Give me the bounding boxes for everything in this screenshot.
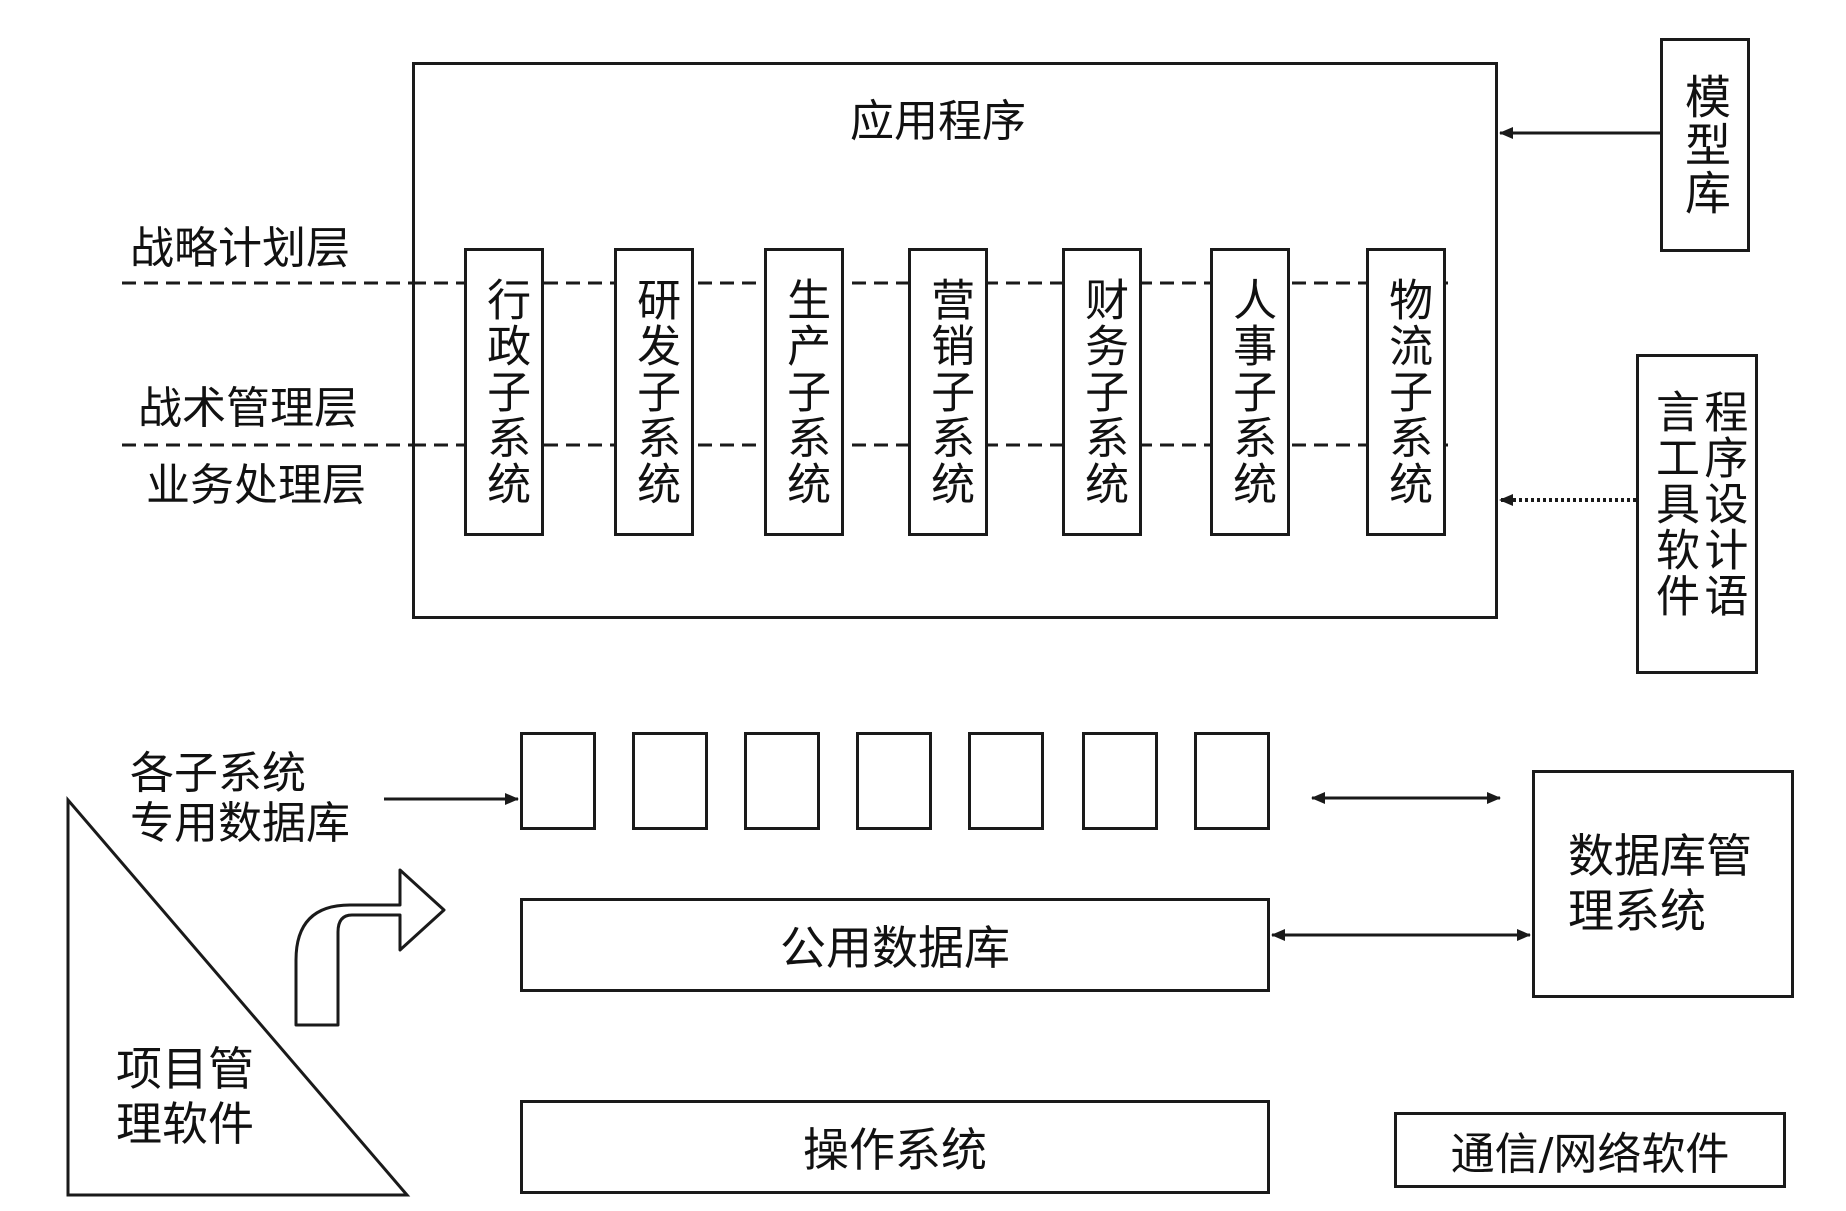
subsystem-db-label-line1: 各子系统: [130, 748, 306, 799]
project-mgmt-label: 项目管理软件: [116, 1042, 254, 1152]
subsystem-marketing-label: 营销子系统: [923, 277, 975, 507]
subsystem-admin: 行政子系统: [464, 248, 544, 536]
subsystem-db-label-line2: 专用数据库: [130, 798, 350, 849]
subsystem-db-box: [744, 732, 820, 830]
subsystem-hr-label: 人事子系统: [1225, 277, 1277, 507]
dbms-box: 数据库管理系统: [1532, 770, 1794, 998]
subsystem-finance-label: 财务子系统: [1077, 277, 1129, 507]
tactical-layer-label: 战术管理层: [138, 383, 358, 434]
strategic-layer-label: 战略计划层: [130, 223, 350, 274]
model-library-box: 模型库: [1660, 38, 1750, 252]
operational-layer-label: 业务处理层: [146, 460, 366, 511]
curved-block-arrow: [294, 868, 446, 1027]
application-box: [412, 62, 1498, 619]
subsystem-marketing: 营销子系统: [908, 248, 988, 536]
network-software-box: 通信/网络软件: [1394, 1112, 1786, 1188]
operating-system-box: 操作系统: [520, 1100, 1270, 1194]
subsystem-logistics: 物流子系统: [1366, 248, 1446, 536]
subsystem-production-label: 生产子系统: [779, 277, 831, 507]
subsystem-db-box: [1194, 732, 1270, 830]
subsystem-admin-label: 行政子系统: [479, 277, 531, 507]
subsystem-db-box: [856, 732, 932, 830]
programming-tools-label: 程序设计语言工具软件: [1648, 389, 1748, 619]
subsystem-db-box: [632, 732, 708, 830]
subsystem-production: 生产子系统: [764, 248, 844, 536]
subsystem-logistics-label: 物流子系统: [1381, 277, 1433, 507]
network-software-label: 通信/网络软件: [1450, 1129, 1730, 1180]
programming-tools-box: 程序设计语言工具软件: [1636, 354, 1758, 674]
subsystem-rnd: 研发子系统: [614, 248, 694, 536]
subsystem-db-box: [968, 732, 1044, 830]
subsystem-db-box: [520, 732, 596, 830]
operating-system-label: 操作系统: [803, 1123, 987, 1177]
project-mgmt-triangle: [66, 795, 411, 1197]
model-library-label: 模型库: [1678, 73, 1732, 217]
subsystem-hr: 人事子系统: [1210, 248, 1290, 536]
subsystem-db-box: [1082, 732, 1158, 830]
dbms-label: 数据库管理系统: [1568, 828, 1752, 938]
public-db-label: 公用数据库: [780, 921, 1010, 975]
application-title: 应用程序: [850, 96, 1026, 147]
subsystem-finance: 财务子系统: [1062, 248, 1142, 536]
public-db-box: 公用数据库: [520, 898, 1270, 992]
subsystem-rnd-label: 研发子系统: [629, 277, 681, 507]
